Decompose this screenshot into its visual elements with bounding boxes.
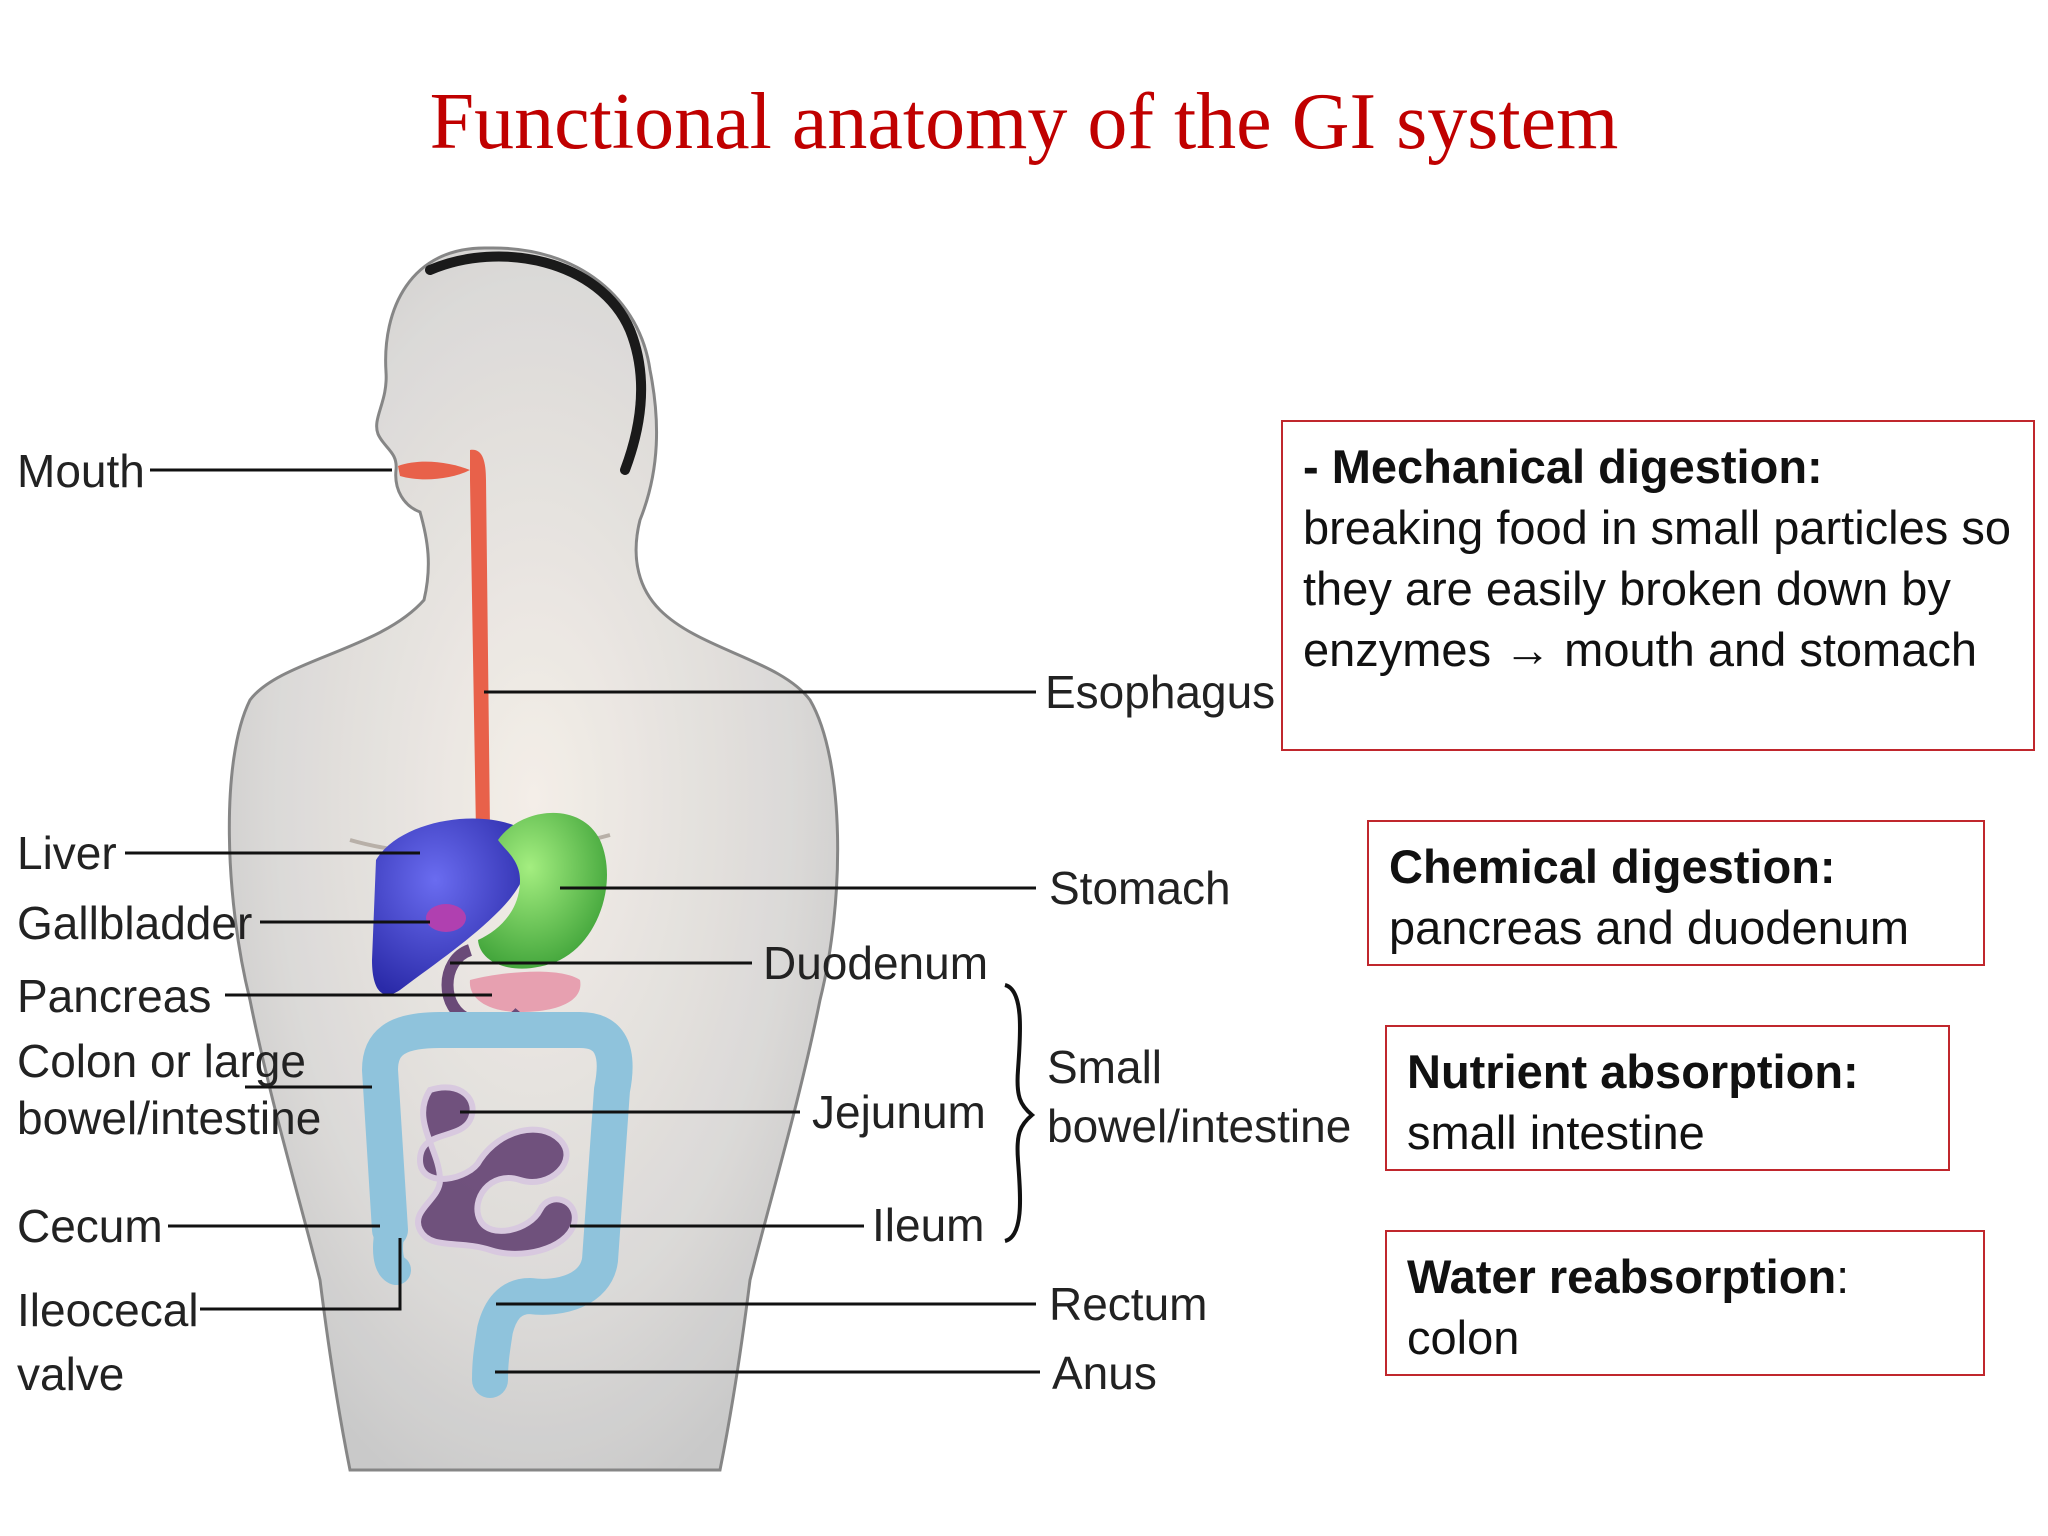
chemical-digestion-heading: Chemical digestion: bbox=[1389, 840, 1836, 893]
label-ileocecal-line2: valve bbox=[17, 1348, 124, 1400]
label-duodenum: Duodenum bbox=[763, 937, 988, 989]
mouth-shape bbox=[398, 461, 470, 480]
label-small-line1: Small bbox=[1047, 1041, 1162, 1093]
mechanical-digestion-box: - Mechanical digestion: breaking food in… bbox=[1281, 420, 2035, 751]
right-leader-lines bbox=[450, 690, 1040, 1374]
nutrient-absorption-box: Nutrient absorption: small intestine bbox=[1385, 1025, 1950, 1171]
stomach-shape bbox=[478, 812, 607, 969]
label-ileocecal-line1: Ileocecal bbox=[17, 1284, 199, 1336]
nutrient-absorption-text: small intestine bbox=[1407, 1106, 1705, 1159]
gallbladder-shape bbox=[426, 904, 466, 932]
colon-shape bbox=[362, 1012, 633, 1398]
chemical-digestion-text: pancreas and duodenum bbox=[1389, 901, 1910, 954]
mechanical-digestion-text: breaking food in small particles so they… bbox=[1303, 501, 2011, 676]
label-mouth: Mouth bbox=[17, 445, 145, 497]
water-reabsorption-heading: Water reabsorption bbox=[1407, 1250, 1837, 1303]
head-outline bbox=[425, 251, 647, 475]
esophagus-shape bbox=[470, 449, 490, 832]
small-intestine-brace bbox=[1004, 983, 1036, 1243]
label-esophagus: Esophagus bbox=[1045, 666, 1275, 718]
mechanical-digestion-heading: - Mechanical digestion: bbox=[1303, 440, 1823, 493]
label-cecum: Cecum bbox=[17, 1200, 163, 1252]
label-jejunum: Jejunum bbox=[812, 1086, 986, 1138]
water-reabsorption-text: colon bbox=[1407, 1311, 1520, 1364]
small-intestine-shape bbox=[415, 1084, 578, 1257]
label-colon-line2: bowel/intestine bbox=[17, 1092, 321, 1144]
chemical-digestion-box: Chemical digestion: pancreas and duodenu… bbox=[1367, 820, 1985, 966]
label-anus: Anus bbox=[1052, 1347, 1157, 1399]
pancreas-shape bbox=[469, 971, 581, 1012]
label-pancreas: Pancreas bbox=[17, 970, 211, 1022]
label-ileum: Ileum bbox=[872, 1199, 984, 1251]
label-colon-line1: Colon or large bbox=[17, 1035, 306, 1087]
left-leader-lines bbox=[125, 468, 492, 1311]
page-title: Functional anatomy of the GI system bbox=[429, 78, 1619, 166]
cecum-shape bbox=[373, 1215, 411, 1285]
nutrient-absorption-heading: Nutrient absorption: bbox=[1407, 1045, 1859, 1098]
label-gallbladder: Gallbladder bbox=[17, 897, 252, 949]
water-reabsorption-colon: : bbox=[1836, 1250, 1850, 1303]
label-stomach: Stomach bbox=[1049, 862, 1231, 914]
label-rectum: Rectum bbox=[1049, 1278, 1207, 1330]
water-reabsorption-box: Water reabsorption: colon bbox=[1385, 1230, 1985, 1376]
label-small-line2: bowel/intestine bbox=[1047, 1100, 1351, 1152]
label-liver: Liver bbox=[17, 827, 117, 879]
